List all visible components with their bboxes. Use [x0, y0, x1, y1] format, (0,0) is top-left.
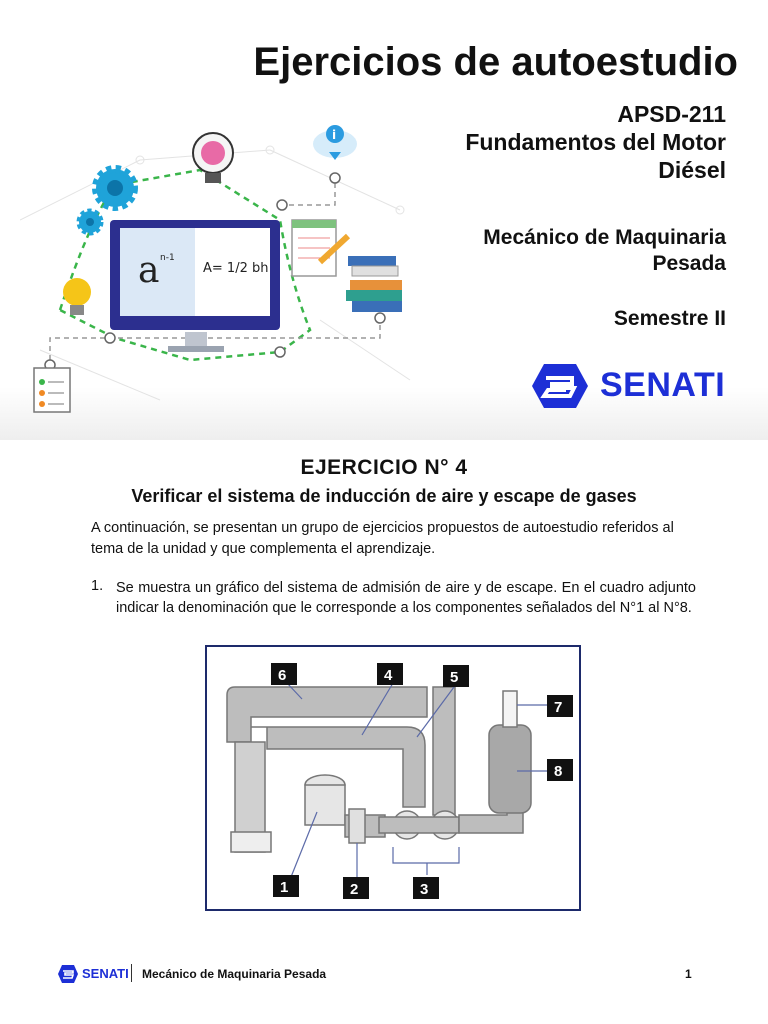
- item-number: 1.: [91, 578, 104, 594]
- monitor-icon: a n-1 A= 1/2 bh: [110, 220, 280, 352]
- svg-text:a: a: [138, 250, 159, 291]
- page-number: 1: [685, 967, 692, 981]
- brain-lightbulb-icon: [192, 132, 234, 183]
- footer-logo-icon: [58, 965, 78, 983]
- intro-paragraph: A continuación, se presentan un grupo de…: [91, 520, 674, 557]
- svg-text:6: 6: [278, 667, 286, 684]
- intake-manifold-pipe: [251, 726, 426, 808]
- career-name: Mecánico de Maquinaria Pesada: [483, 226, 726, 275]
- label-boxes: 6 4 5 7 8 1 2 3: [271, 663, 573, 899]
- semester: Semestre II: [613, 307, 726, 330]
- svg-text:i: i: [332, 128, 336, 142]
- footer-divider: [131, 964, 132, 982]
- logo-text: SENATI: [600, 366, 726, 404]
- svg-text:3: 3: [420, 881, 428, 898]
- muffler: [488, 724, 532, 814]
- diagram-svg: 6 4 5 7 8 1 2 3: [226, 663, 573, 899]
- gear-icon: [76, 165, 138, 236]
- senati-logo-icon: [532, 364, 588, 408]
- footer-text: Mecánico de Maquinaria Pesada: [142, 967, 327, 981]
- lightbulb-icon: [63, 278, 91, 315]
- svg-text:2: 2: [350, 881, 358, 898]
- svg-text:7: 7: [554, 699, 562, 716]
- books-icon: [346, 256, 402, 312]
- exercise-subtitle: Verificar el sistema de inducción de air…: [131, 486, 637, 506]
- item-text: Se muestra un gráfico del sistema de adm…: [116, 580, 696, 616]
- svg-text:1: 1: [280, 879, 288, 896]
- svg-text:n-1: n-1: [160, 253, 175, 263]
- svg-text:5: 5: [450, 669, 458, 686]
- exhaust-pipe: [432, 686, 456, 816]
- page-title: Ejercicios de autoestudio: [253, 40, 738, 84]
- svg-text:8: 8: [554, 763, 562, 780]
- intake-exhaust-diagram: 6 4 5 7 8 1 2 3: [205, 645, 581, 911]
- course-name: Fundamentos del Motor Diésel: [465, 129, 726, 183]
- exercise-title: EJERCICIO N° 4: [300, 456, 468, 479]
- cloud-info-icon: i: [313, 125, 357, 160]
- header-illustration: a n-1 A= 1/2 bh i: [20, 125, 411, 413]
- notepad-icon: [291, 219, 351, 277]
- course-code: APSD-211: [617, 101, 726, 127]
- checklist-icon: [33, 367, 71, 413]
- svg-text:4: 4: [384, 667, 393, 684]
- svg-text:A= 1/2 bh: A= 1/2 bh: [203, 261, 268, 276]
- footer-logo-text: SENATI: [82, 966, 129, 981]
- exhaust-manifold-pipe: [226, 686, 428, 743]
